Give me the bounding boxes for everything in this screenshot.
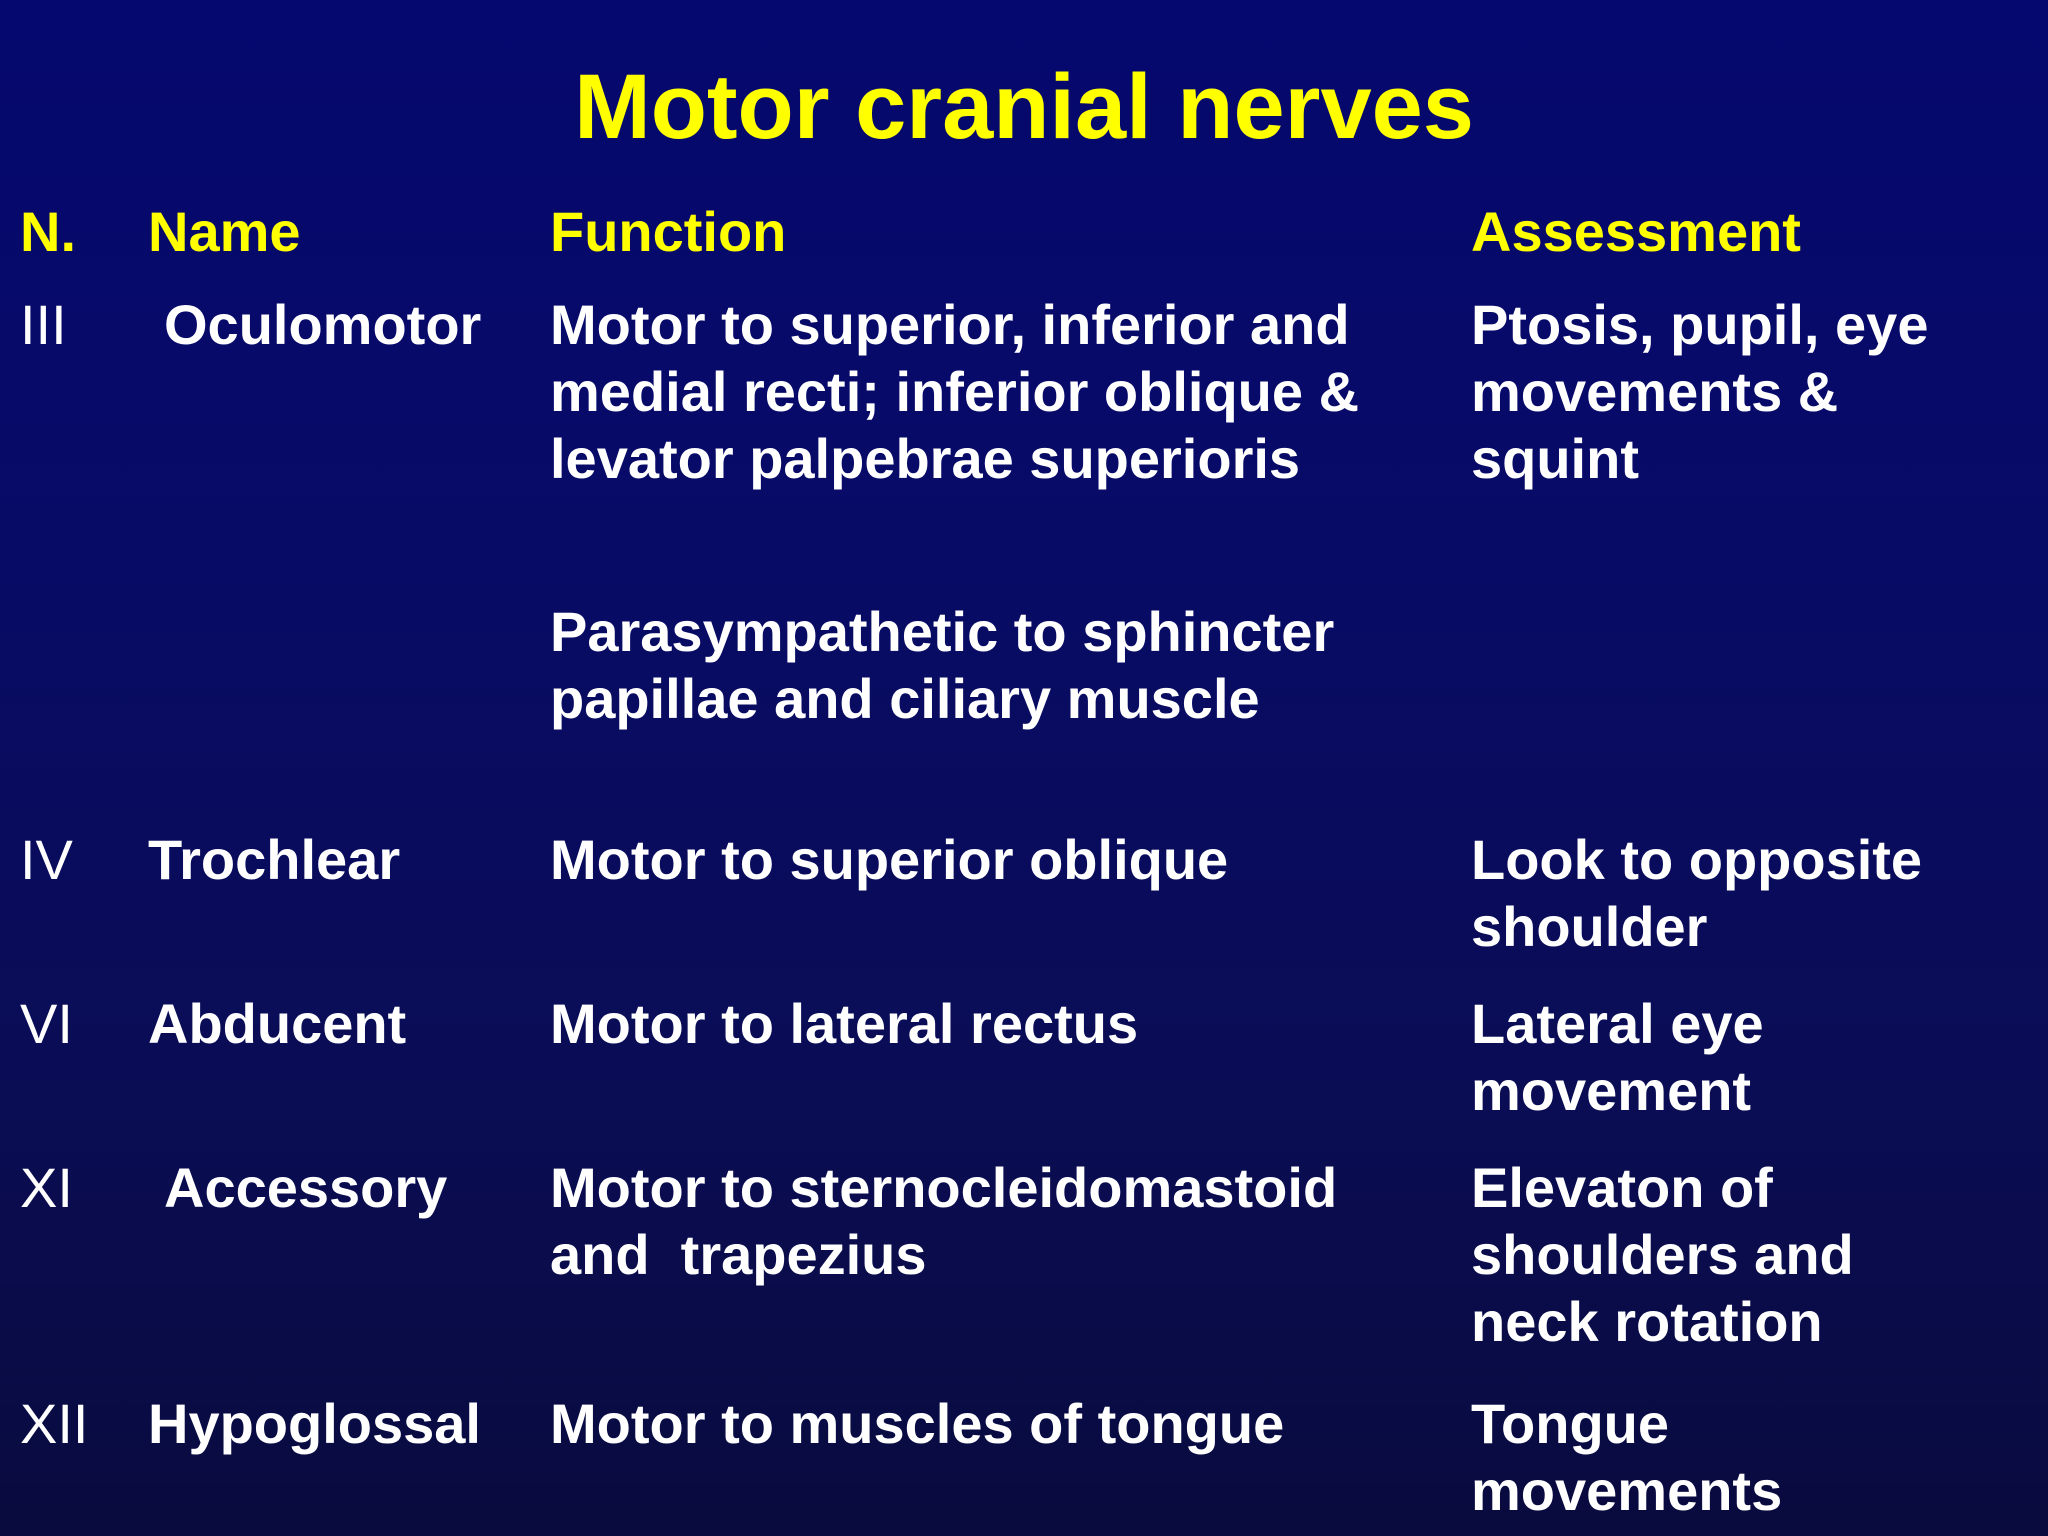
row-abducent-function: Motor to lateral rectus xyxy=(550,992,1139,1055)
row-hypoglossal-number: XII xyxy=(20,1392,89,1455)
row-trochlear-assessment: Look to opposite shoulder xyxy=(1471,828,1923,958)
row-oculomotor-name: Oculomotor xyxy=(164,293,482,356)
row-accessory-function: Motor to sternocleidomastoid and trapezi… xyxy=(550,1156,1338,1286)
header-number: N. xyxy=(20,200,76,263)
header-name: Name xyxy=(148,200,301,263)
row-hypoglossal-name: Hypoglossal xyxy=(148,1392,481,1455)
row-abducent-name: Abducent xyxy=(148,992,407,1055)
row-accessory-number: XI xyxy=(20,1156,73,1219)
header-assessment: Assessment xyxy=(1471,200,1801,263)
row-abducent-number: VI xyxy=(20,992,73,1055)
row-oculomotor-assessment: Ptosis, pupil, eye movements & squint xyxy=(1471,293,1929,490)
row-oculomotor-number: III xyxy=(20,293,67,356)
row-accessory-assessment: Elevaton of shoulders and neck rotation xyxy=(1471,1156,1854,1353)
row-trochlear-number: IV xyxy=(20,828,73,891)
row-hypoglossal-function: Motor to muscles of tongue xyxy=(550,1392,1285,1455)
row-abducent-assessment: Lateral eye movement xyxy=(1471,992,1764,1122)
slide-title: Motor cranial nerves xyxy=(574,56,1474,158)
header-function: Function xyxy=(550,200,787,263)
row-oculomotor-parasympathetic: Parasympathetic to sphincter papillae an… xyxy=(550,600,1335,730)
row-hypoglossal-assessment: Tongue movements xyxy=(1471,1392,1783,1522)
row-trochlear-name: Trochlear xyxy=(148,828,401,891)
row-trochlear-function: Motor to superior oblique xyxy=(550,828,1229,891)
row-accessory-name: Accessory xyxy=(164,1156,448,1219)
row-oculomotor-function: Motor to superior, inferior and medial r… xyxy=(550,293,1360,490)
